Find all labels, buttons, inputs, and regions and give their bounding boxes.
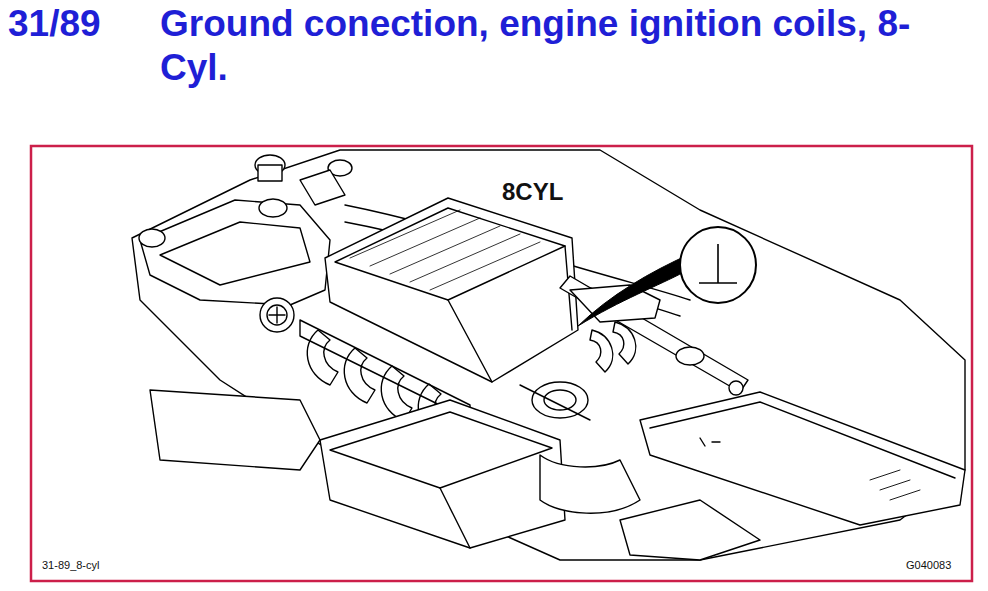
section-number: 31/89 xyxy=(8,2,101,46)
figure-file-name: 31-89_8-cyl xyxy=(42,558,99,572)
title-heading: Ground conection, engine ignition coils,… xyxy=(160,2,930,90)
figure-id: G040083 xyxy=(906,558,951,572)
variant-label: 8CYL xyxy=(502,178,563,206)
